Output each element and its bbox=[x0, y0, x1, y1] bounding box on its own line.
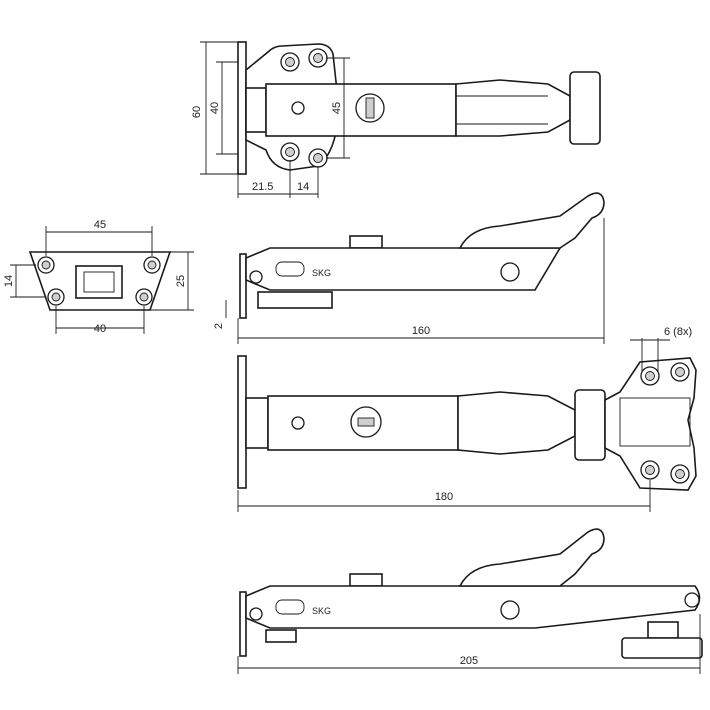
top-view-lock-cylinder bbox=[355, 93, 385, 123]
dim-plate-top-width-label: 45 bbox=[94, 219, 106, 231]
dim-plate-height: 25 bbox=[150, 251, 194, 311]
ext-keeper-slot bbox=[619, 397, 691, 447]
ext-knob bbox=[574, 389, 606, 461]
plate-slot-outer bbox=[75, 265, 123, 299]
side-closed-logo: SKG bbox=[275, 261, 331, 278]
top-view-pin-hole bbox=[291, 101, 305, 115]
top-view-hinge-knuckle bbox=[245, 87, 267, 133]
side-view-extended: SKG 205 bbox=[237, 528, 703, 674]
side-ext-wall-plate bbox=[239, 591, 247, 657]
dim-plate-hole-height: 14 bbox=[3, 264, 46, 298]
dim-top-height: 60 bbox=[191, 41, 238, 175]
dim-plate-bottom-width: 40 bbox=[55, 306, 145, 335]
dim-top-inner-height-label: 40 bbox=[209, 102, 221, 114]
dim-hole-note: 6 (8x) bbox=[630, 326, 692, 372]
dim-plate-top-width: 45 bbox=[45, 219, 153, 256]
dim-plate-hole-height-label: 14 bbox=[3, 275, 15, 287]
side-closed-pivot bbox=[500, 262, 520, 282]
dim-plate-bottom-width-label: 40 bbox=[94, 323, 106, 335]
dim-plate-height-label: 25 bbox=[175, 275, 187, 287]
top-view-mount-holes bbox=[280, 48, 328, 168]
dim-side-length-1-label: 160 bbox=[412, 325, 430, 337]
top-view-knob bbox=[569, 71, 601, 145]
side-ext-end-pin bbox=[684, 592, 700, 608]
side-ext-logo: SKG bbox=[275, 599, 331, 616]
top-view-extended: 6 (8x) 180 bbox=[237, 326, 697, 512]
dim-top-inner-height: 40 bbox=[209, 61, 238, 155]
ext-wall-plate bbox=[237, 355, 247, 489]
dim-top-offset-2-label: 14 bbox=[297, 181, 309, 193]
dim-side-gap: 2 bbox=[213, 300, 227, 329]
plate-view: 45 40 25 14 bbox=[3, 219, 194, 335]
ext-keeper-bracket bbox=[604, 357, 697, 491]
side-ext-lock-top bbox=[349, 573, 383, 587]
plate-slot-inner bbox=[83, 271, 115, 293]
dim-side-length-1: 160 bbox=[237, 218, 605, 344]
ext-keeper-holes bbox=[640, 362, 690, 484]
dim-length-2-label: 180 bbox=[435, 491, 453, 503]
dim-length-3-label: 205 bbox=[460, 655, 478, 667]
top-view: 60 40 45 21.5 14 bbox=[191, 41, 601, 198]
side-closed-logo-text: SKG bbox=[312, 268, 331, 278]
dim-side-gap-label: 2 bbox=[213, 323, 225, 329]
side-ext-keeper-base bbox=[621, 637, 703, 659]
dim-length-2: 180 bbox=[237, 480, 651, 512]
ext-lock-cylinder bbox=[350, 406, 382, 438]
dim-length-3: 205 bbox=[237, 614, 701, 674]
side-closed-lever bbox=[458, 192, 605, 249]
side-view-closed: SKG 160 2 bbox=[213, 192, 605, 344]
side-closed-lock-top bbox=[349, 235, 383, 249]
side-ext-pivot bbox=[500, 600, 520, 620]
ext-pin-hole bbox=[291, 416, 305, 430]
top-view-handle bbox=[455, 79, 571, 137]
dim-top-hole-spacing-label: 45 bbox=[331, 102, 343, 114]
side-closed-foot bbox=[257, 291, 333, 309]
ext-hinge-knuckle bbox=[245, 397, 269, 449]
side-ext-logo-text: SKG bbox=[312, 606, 331, 616]
ext-handle bbox=[457, 391, 576, 455]
dim-top-offset-1-label: 21.5 bbox=[252, 181, 273, 193]
side-closed-wall-plate bbox=[239, 253, 247, 319]
side-closed-arm bbox=[245, 247, 562, 291]
side-ext-foot bbox=[265, 629, 297, 643]
side-closed-hinge-pin bbox=[249, 270, 263, 284]
side-ext-keeper-stem bbox=[647, 621, 679, 639]
side-ext-hinge-pin bbox=[249, 607, 263, 621]
dim-hole-note-label: 6 (8x) bbox=[664, 326, 692, 338]
dim-top-height-label: 60 bbox=[191, 106, 203, 118]
plate-mount-holes bbox=[37, 256, 161, 306]
top-view-wall-plate bbox=[237, 41, 247, 175]
dim-top-hole-spacing: 45 bbox=[326, 57, 350, 159]
dim-top-offsets: 21.5 14 bbox=[237, 160, 319, 198]
side-ext-lever bbox=[458, 528, 605, 587]
